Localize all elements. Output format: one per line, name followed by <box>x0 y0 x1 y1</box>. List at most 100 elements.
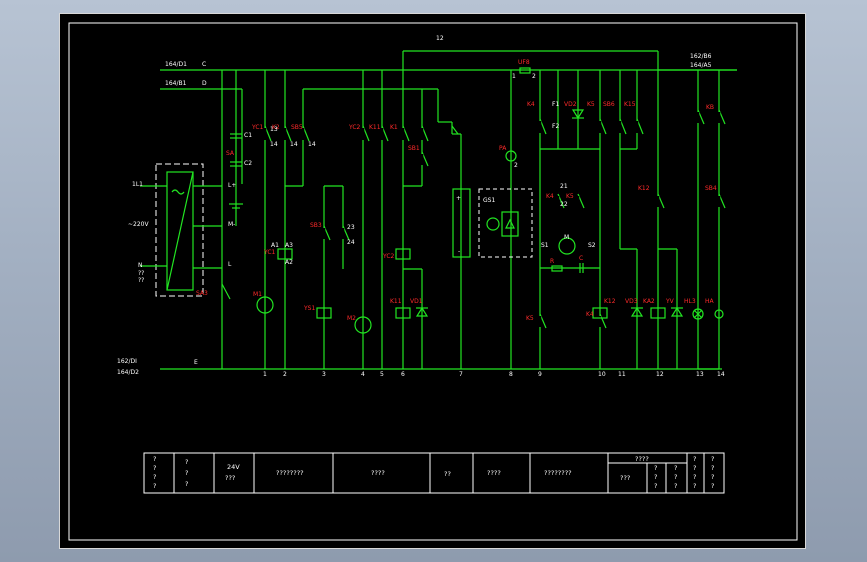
bus-label-top-1: 164/D1 <box>165 61 187 68</box>
tb-c2-1: ? <box>185 469 188 477</box>
supply-in-label: 1L1 <box>132 181 143 188</box>
tb-c12-2: ? <box>693 473 696 481</box>
tb-c8: ???????? <box>544 469 572 477</box>
tb-c10-1: ? <box>654 473 657 481</box>
label-k4-top: K4 <box>527 101 535 108</box>
bus-label-right-2: 164/A5 <box>690 62 712 69</box>
pin-14: 14 <box>308 141 316 148</box>
label-m2: M2 <box>347 315 356 322</box>
bus-phase-d: D <box>202 80 207 87</box>
label-ys1: YS1 <box>303 305 315 312</box>
label-s1: S1 <box>541 242 549 249</box>
label-k5-bot: K5 <box>526 315 534 322</box>
label-gs1: GS1 <box>483 197 495 204</box>
label-sb3: SB3 <box>310 222 322 229</box>
column-number-14: 14 <box>717 371 725 378</box>
label-sb6: SB6 <box>603 101 615 108</box>
label-f1: F1 <box>552 101 559 108</box>
supply-neutral-q2: ?? <box>138 277 144 284</box>
sa3-contact <box>221 283 231 300</box>
label-sb1: SB1 <box>408 145 420 152</box>
label-kb: KB <box>706 104 714 111</box>
label-sb4: SB4 <box>705 185 717 192</box>
column-number-1: 1 <box>263 371 267 378</box>
label-yc1-coil: YC1 <box>263 249 276 256</box>
label-c: C <box>579 255 583 262</box>
tb-c12-1: ? <box>693 464 696 472</box>
label-k1: K1 <box>390 124 398 131</box>
label-k11: K11 <box>369 124 381 131</box>
tb-c7: ???? <box>487 469 501 477</box>
tb-c12-3: ? <box>693 482 696 490</box>
tb-c13-2: ? <box>711 473 714 481</box>
tb-c4: ???????? <box>276 469 304 477</box>
label-vd2: VD2 <box>564 101 577 108</box>
label-k5-mid: K5 <box>566 193 574 200</box>
pin-13: 13 <box>270 126 278 133</box>
motor-m1 <box>256 296 274 314</box>
tb-c1-3: ? <box>153 482 156 490</box>
label-yv: YV <box>665 298 675 305</box>
pin-24: 24 <box>347 239 355 246</box>
label-yc2-coil: YC2 <box>382 253 395 260</box>
pin-a2: A2 <box>285 259 293 266</box>
gs1-frame <box>478 188 533 258</box>
bus-label-right-1: 162/B6 <box>690 53 712 60</box>
tb-c2-0: ? <box>185 458 188 466</box>
label-k4-mid: K4 <box>546 193 554 200</box>
pin-21: 21 <box>560 183 568 190</box>
label-yc2: YC2 <box>348 124 361 131</box>
pin-14: 14 <box>270 141 278 148</box>
tb-c12-0: ? <box>693 455 696 463</box>
tb-c11-2: ? <box>674 482 677 490</box>
column-number-2: 2 <box>283 371 287 378</box>
tb-c13-3: ? <box>711 482 714 490</box>
label-vd3: VD3 <box>625 298 638 305</box>
ac-wave-icon <box>171 189 185 195</box>
tb-c11-0: ? <box>674 464 677 472</box>
title-block <box>143 452 725 494</box>
contact-gaps <box>263 112 721 327</box>
rectifier-diagonal <box>166 171 194 291</box>
gs1-module <box>501 211 519 237</box>
column-number-11: 11 <box>618 371 626 378</box>
motor-m2 <box>354 316 372 334</box>
coil-yc2 <box>395 248 411 260</box>
column-number-8: 8 <box>509 371 513 378</box>
cap-c2-label: C2 <box>244 160 252 167</box>
ammeter-pa <box>505 150 517 162</box>
label-ha: HA <box>705 298 715 305</box>
tb-c9-bottom: ??? <box>620 474 630 482</box>
circuit-diagram: 164/D1 C 164/B1 D 162/B6 164/A5 162/DI 1… <box>68 22 798 541</box>
supply-voltage-label: ~220V <box>128 221 149 228</box>
tb-c10-2: ? <box>654 482 657 490</box>
label-vd1: VD1 <box>410 298 423 305</box>
supply-neutral-label: N <box>138 262 143 269</box>
label-yc1: YC1 <box>251 124 264 131</box>
tb-c1-1: ? <box>153 464 156 472</box>
coil-ys1 <box>316 307 332 319</box>
tb-c3-bottom: ??? <box>225 474 235 482</box>
label-k15: K15 <box>624 101 636 108</box>
label-sb5: SB5 <box>291 124 303 131</box>
motor-m <box>558 237 576 255</box>
tb-c11-1: ? <box>674 473 677 481</box>
label-r: R <box>550 258 554 265</box>
bus-label-top-2: 164/B1 <box>165 80 187 87</box>
lamp-hl3 <box>692 308 704 320</box>
label-k4-bot: K4 <box>586 311 594 318</box>
label-s2: S2 <box>588 242 596 249</box>
power-supply-frame <box>155 163 204 297</box>
mminus-label: M- <box>228 221 235 228</box>
label-uf8: UF8 <box>518 59 530 66</box>
tb-c10-0: ? <box>654 464 657 472</box>
tb-c3-top: 24V <box>227 463 240 471</box>
tb-c9-top: ???? <box>635 455 649 463</box>
pin-14: 14 <box>290 141 298 148</box>
tb-c13-1: ? <box>711 464 714 472</box>
diodes <box>415 109 684 317</box>
pin-plus: + <box>456 195 461 202</box>
drawing-sheet: 164/D1 C 164/B1 D 162/B6 164/A5 162/DI 1… <box>59 13 806 549</box>
column-number-10: 10 <box>598 371 606 378</box>
tb-c1-0: ? <box>153 455 156 463</box>
